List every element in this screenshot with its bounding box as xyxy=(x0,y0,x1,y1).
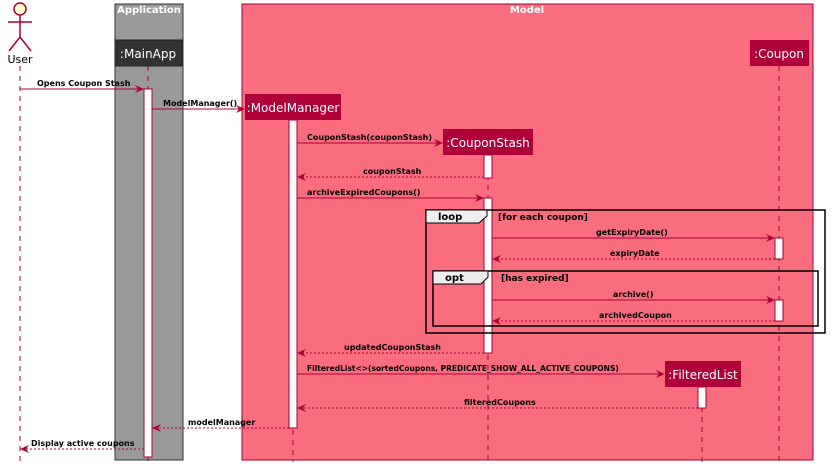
coupon-activation-1 xyxy=(774,237,784,260)
message-updated-coupon-stash-return: updatedCouponStash xyxy=(297,343,484,357)
user-actor: User xyxy=(7,2,33,66)
message-expiry-date-return-label: expiryDate xyxy=(610,249,660,258)
participant-modelmanager-label: :ModelManager xyxy=(247,101,340,115)
message-archive: archive() xyxy=(492,290,775,304)
message-couponstash-return-label: couponStash xyxy=(363,167,422,176)
message-filtered-coupons-return-label: filteredCoupons xyxy=(464,398,536,407)
message-modelmanager-return-label: modelManager xyxy=(188,418,255,427)
message-filtered-coupons-return: filteredCoupons xyxy=(297,398,698,412)
participant-modelmanager: :ModelManager xyxy=(245,94,341,120)
message-display-active-coupons: Display active coupons xyxy=(20,439,144,453)
user-actor-body xyxy=(8,15,32,52)
mainapp-activation xyxy=(143,88,153,458)
filteredlist-activation xyxy=(697,386,707,409)
message-filteredlist-constructor-label: FilteredList<>(sortedCoupons, PREDICATE_… xyxy=(307,364,619,373)
message-expiry-date-return: expiryDate xyxy=(492,249,775,263)
opt-fragment-guard: [has expired] xyxy=(501,274,569,284)
message-get-expiry-date: getExpiryDate() xyxy=(492,228,775,242)
message-archive-label: archive() xyxy=(613,290,653,299)
participant-mainapp-label: :MainApp xyxy=(120,47,176,61)
modelmanager-activation xyxy=(288,119,298,429)
loop-fragment: loop [for each coupon] xyxy=(425,209,826,334)
message-archived-coupon-return-label: archivedCoupon xyxy=(599,311,672,320)
message-updated-coupon-stash-return-label: updatedCouponStash xyxy=(344,343,441,352)
participant-filteredlist-label: :FilteredList xyxy=(668,368,738,382)
message-modelmanager-constructor: ModelManager() xyxy=(152,99,245,113)
message-archive-expired-coupons: archiveExpiredCoupons() xyxy=(297,188,484,202)
message-opens-coupon-stash-label: Opens Coupon Stash xyxy=(37,79,131,88)
participant-couponstash-label: :CouponStash xyxy=(446,136,529,150)
participant-coupon: :Coupon xyxy=(750,40,809,66)
message-couponstash-return: couponStash xyxy=(297,167,484,181)
participant-mainapp: :MainApp xyxy=(114,39,183,67)
message-archived-coupon-return: archivedCoupon xyxy=(492,311,775,325)
message-opens-coupon-stash: Opens Coupon Stash xyxy=(20,79,144,93)
messages: Opens Coupon Stash ModelManager() Coupon… xyxy=(20,79,775,453)
participant-filteredlist: :FilteredList xyxy=(665,361,741,387)
loop-fragment-tag: loop xyxy=(438,212,462,223)
user-actor-label: User xyxy=(7,53,33,66)
message-archive-expired-coupons-label: archiveExpiredCoupons() xyxy=(307,188,420,197)
message-couponstash-constructor: CouponStash(couponStash) xyxy=(297,133,443,147)
application-box-title: Application xyxy=(117,5,181,16)
message-display-active-coupons-label: Display active coupons xyxy=(31,439,135,448)
message-filteredlist-constructor: FilteredList<>(sortedCoupons, PREDICATE_… xyxy=(297,364,665,378)
coupon-activation-2 xyxy=(774,299,784,322)
model-box-title: Model xyxy=(510,5,544,16)
user-actor-head xyxy=(13,2,27,16)
message-get-expiry-date-label: getExpiryDate() xyxy=(596,228,668,237)
opt-fragment: opt [has expired] xyxy=(432,270,819,327)
couponstash-activation-1 xyxy=(483,154,493,179)
message-modelmanager-constructor-label: ModelManager() xyxy=(163,99,237,108)
participant-coupon-label: :Coupon xyxy=(754,47,804,61)
message-modelmanager-return: modelManager xyxy=(152,418,289,432)
opt-fragment-tag: opt xyxy=(445,273,464,284)
loop-fragment-guard: [for each coupon] xyxy=(498,213,588,223)
message-couponstash-constructor-label: CouponStash(couponStash) xyxy=(307,133,432,142)
participant-couponstash: :CouponStash xyxy=(443,129,533,155)
model-box: Model xyxy=(241,3,814,461)
